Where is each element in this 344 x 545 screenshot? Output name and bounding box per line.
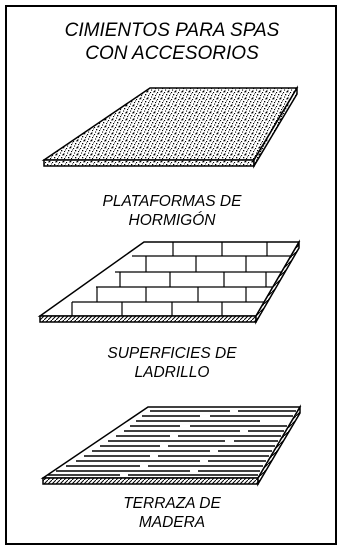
caption-concrete-line-1: PLATAFORMAS DE xyxy=(102,193,242,210)
caption-wood: TERRAZA DE MADERA xyxy=(0,495,344,532)
caption-concrete-line-2: HORMIGÓN xyxy=(128,211,216,229)
diagram-title: CIMIENTOS PARA SPAS CON ACCESORIOS xyxy=(0,20,344,66)
caption-concrete: PLATAFORMAS DE HORMIGÓN xyxy=(0,193,344,230)
title-line-2: CON ACCESORIOS xyxy=(85,42,259,64)
wood-deck xyxy=(40,404,302,487)
caption-brick-line-2: LADRILLO xyxy=(134,363,210,381)
concrete-slab xyxy=(41,85,299,169)
foundation-illustrations xyxy=(37,85,302,487)
caption-brick: SUPERFICIES DE LADRILLO xyxy=(0,345,344,382)
caption-wood-line-2: MADERA xyxy=(138,513,206,531)
title-line-1: CIMIENTOS PARA SPAS xyxy=(64,20,280,41)
caption-wood-line-1: TERRAZA DE xyxy=(123,495,221,512)
caption-brick-line-1: SUPERFICIES DE xyxy=(107,345,237,362)
brick-surface xyxy=(37,239,301,325)
